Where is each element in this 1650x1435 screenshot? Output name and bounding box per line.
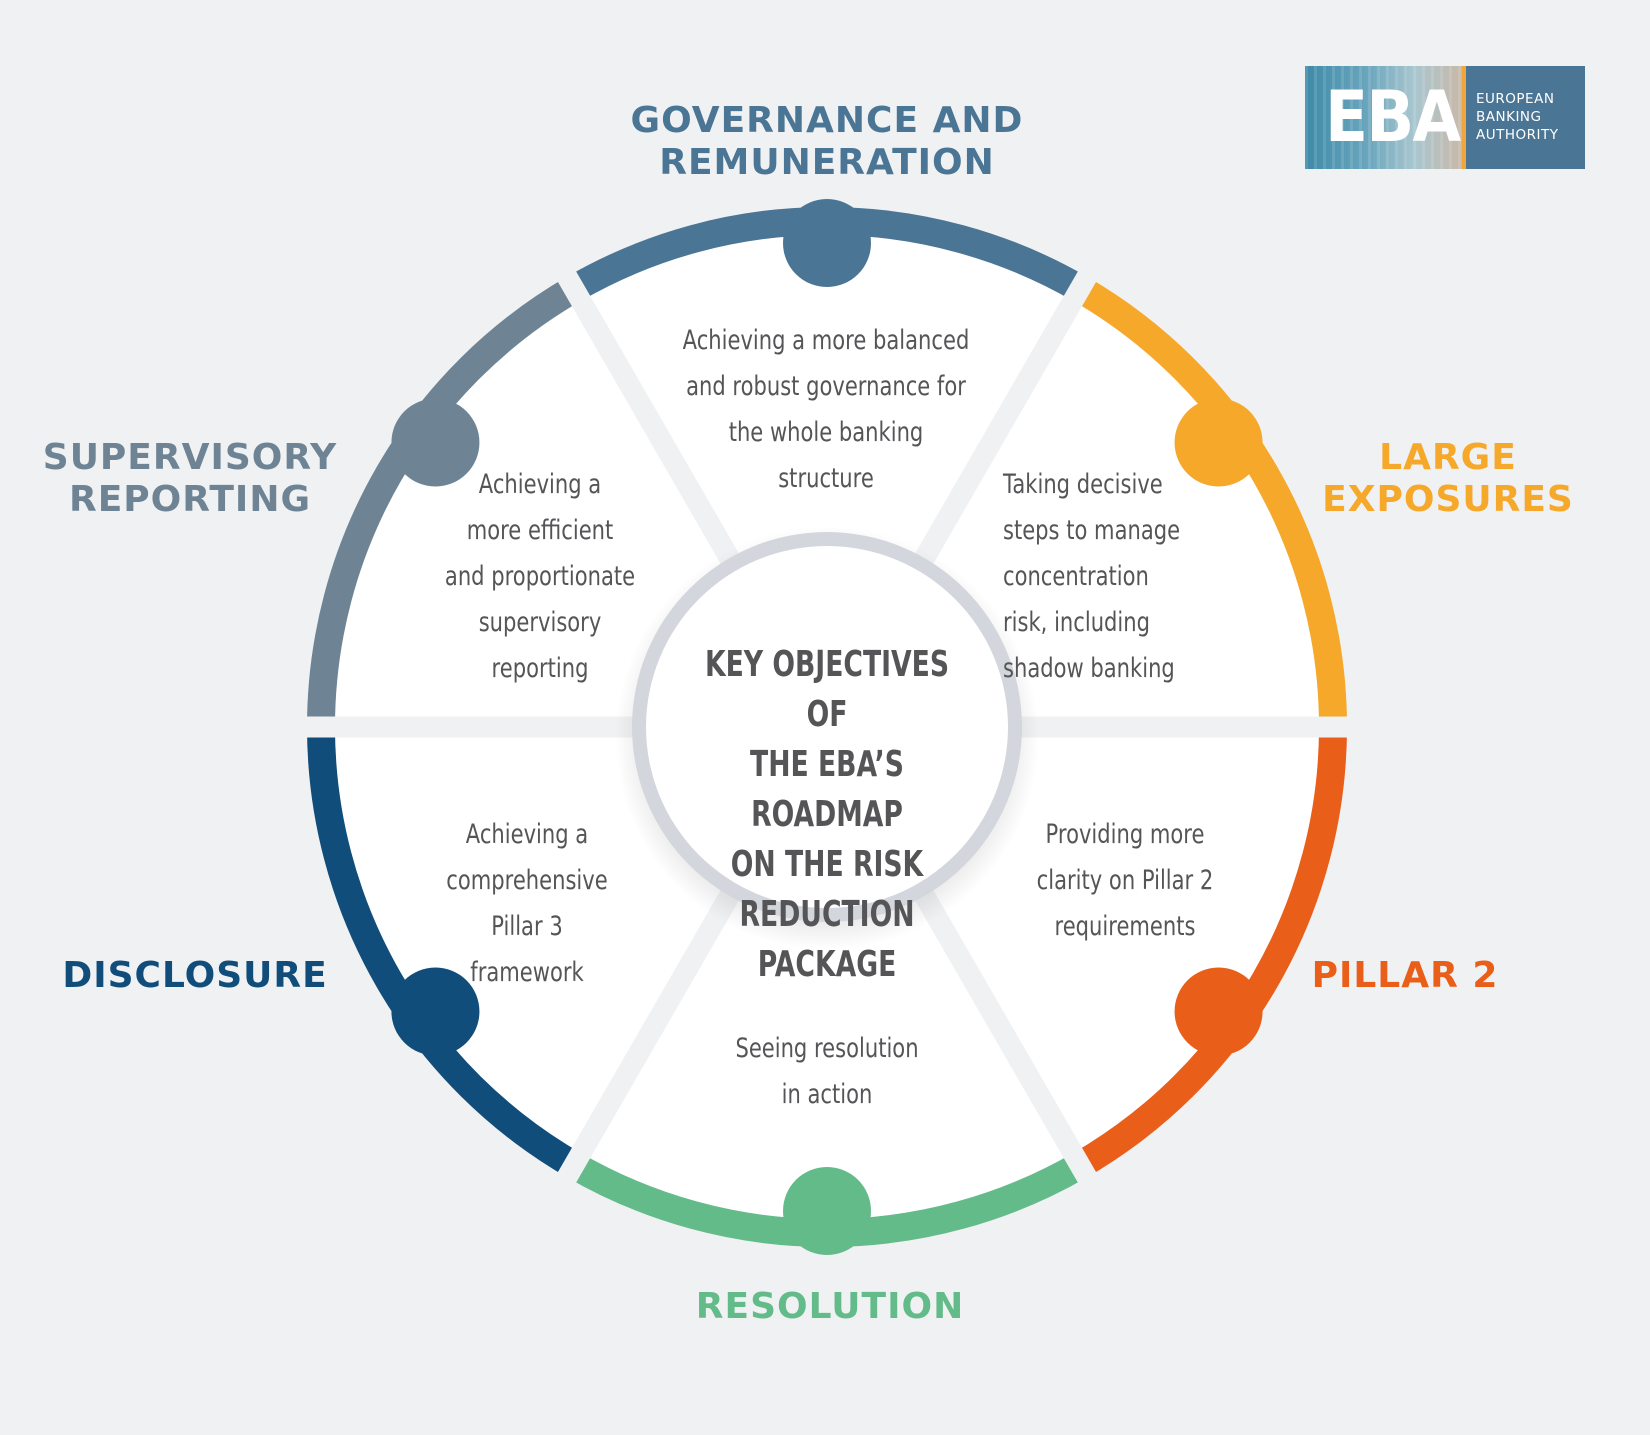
- eba-logo-divider: [1462, 66, 1466, 169]
- objective-resolution: Seeing resolution in action: [735, 1033, 919, 1110]
- eba-logo-name: EUROPEAN BANKING AUTHORITY: [1466, 66, 1585, 169]
- objective-supervisory-reporting: Achieving a more efficient and proportio…: [444, 469, 636, 684]
- objective-large-exposures: Taking decisive steps to manage concentr…: [1003, 469, 1181, 684]
- label-disclosure: DISCLOSURE: [62, 955, 328, 996]
- label-resolution: RESOLUTION: [695, 1286, 965, 1327]
- center-title: KEY OBJECTIVES OF THE EBA’S ROADMAP ON T…: [704, 644, 950, 985]
- segment-arc-pillar-2: [1072, 726, 1347, 1178]
- eba-logo-emblem: EBA: [1305, 66, 1462, 169]
- segment-knob-resolution: [783, 1167, 871, 1255]
- segment-knob-disclosure: [391, 967, 480, 1056]
- eba-logo-line: BANKING: [1476, 109, 1542, 125]
- segment-wedge-governance: [574, 220, 1080, 727]
- objective-pillar-2: Providing more clarity on Pillar 2 requi…: [1036, 819, 1214, 942]
- segment-arc-supervisory-reporting: [307, 276, 582, 728]
- segment-arc-large-exposures: [1072, 276, 1347, 728]
- segment-knob-supervisory-reporting: [391, 398, 480, 487]
- label-large-exposures: LARGE EXPOSURES: [1322, 437, 1574, 520]
- center-circle: [646, 546, 1008, 908]
- label-pillar-2: PILLAR 2: [1311, 955, 1499, 996]
- segment-knob-governance: [783, 199, 871, 287]
- eba-logo: EBA EUROPEAN BANKING AUTHORITY: [1305, 66, 1585, 169]
- segment-wedge-resolution: [574, 727, 1080, 1234]
- label-governance: GOVERNANCE AND REMUNERATION: [630, 100, 1024, 183]
- segment-knob-pillar-2: [1174, 967, 1263, 1056]
- segment-knob-large-exposures: [1174, 398, 1263, 487]
- eba-logo-abbreviation: EBA: [1325, 76, 1461, 158]
- objective-governance: Achieving a more balanced and robust gov…: [682, 325, 970, 494]
- label-supervisory-reporting: SUPERVISORY REPORTING: [42, 437, 338, 520]
- objective-disclosure: Achieving a comprehensive Pillar 3 frame…: [446, 819, 608, 988]
- eba-logo-line: EUROPEAN: [1476, 91, 1555, 107]
- segment-arc-disclosure: [307, 726, 582, 1178]
- eba-logo-line: AUTHORITY: [1476, 127, 1559, 143]
